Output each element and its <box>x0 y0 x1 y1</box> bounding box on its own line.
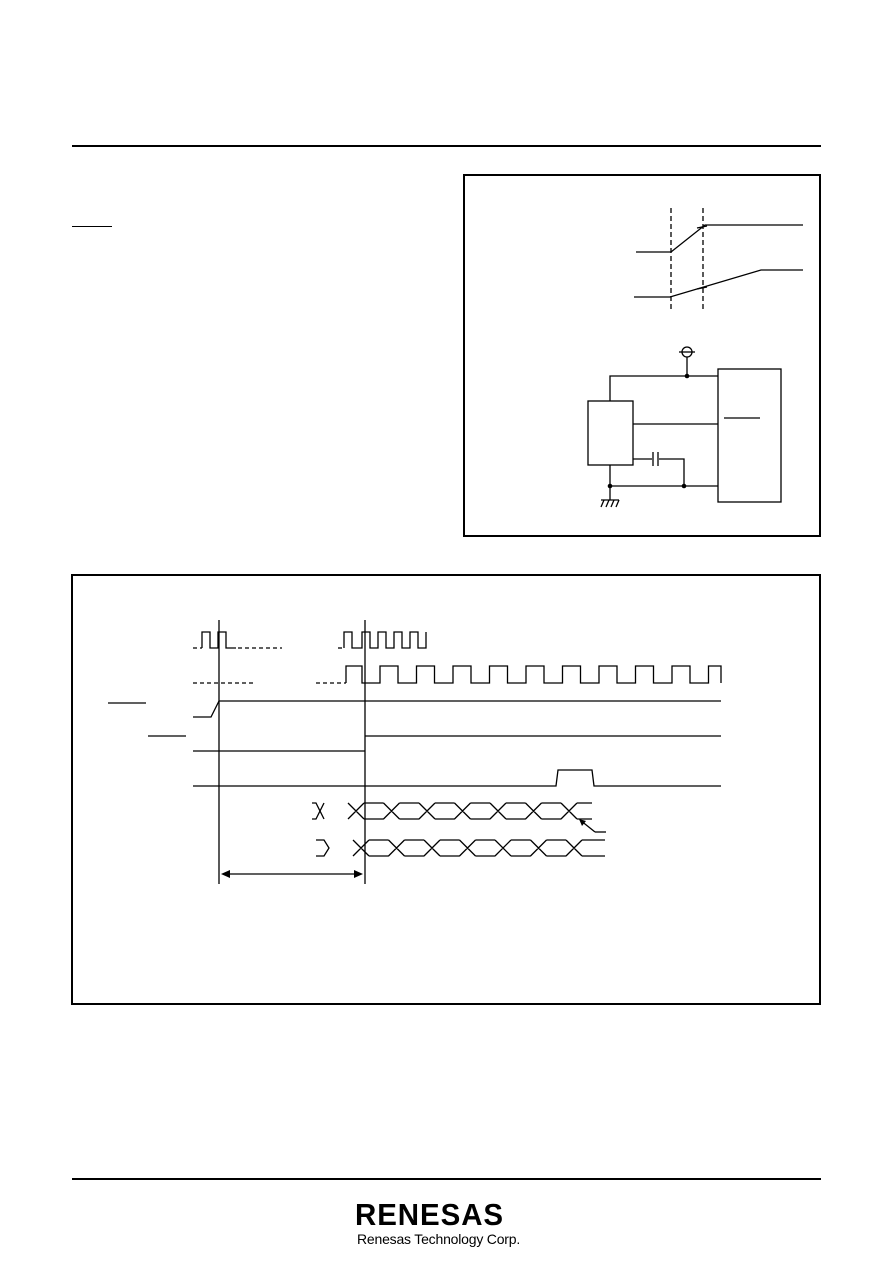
header-rule <box>72 145 821 147</box>
reset-ramp-tick <box>696 286 708 290</box>
vcc-ramp-tick <box>696 225 708 229</box>
pulse-waveform <box>193 769 721 787</box>
overline-fragment <box>72 226 112 227</box>
reset-waveform <box>193 700 721 718</box>
data-bus-waveform <box>316 839 330 857</box>
mcu-block <box>717 368 782 503</box>
company-name: Renesas Technology Corp. <box>357 1231 521 1247</box>
renesas-logo: RENESAS Renesas Technology Corp. <box>355 1198 555 1248</box>
clock-waveform <box>345 665 722 684</box>
reset-figure-box <box>463 174 821 537</box>
reset-ramp-waveform <box>634 269 803 298</box>
logo-wordmark: RENESAS <box>355 1197 505 1232</box>
bus-pointer-arrow-icon <box>579 819 586 826</box>
interval-arrow-left-icon <box>221 870 230 878</box>
interval-arrow-right-icon <box>354 870 363 878</box>
xin-waveform-running <box>343 631 427 649</box>
footer-rule <box>72 1178 821 1180</box>
address-bus-waveform <box>312 802 325 820</box>
timing-figure-box <box>71 574 821 1005</box>
xin-waveform-start <box>201 631 236 649</box>
supply-wire <box>609 375 718 401</box>
vcc-ramp-waveform <box>636 224 803 253</box>
